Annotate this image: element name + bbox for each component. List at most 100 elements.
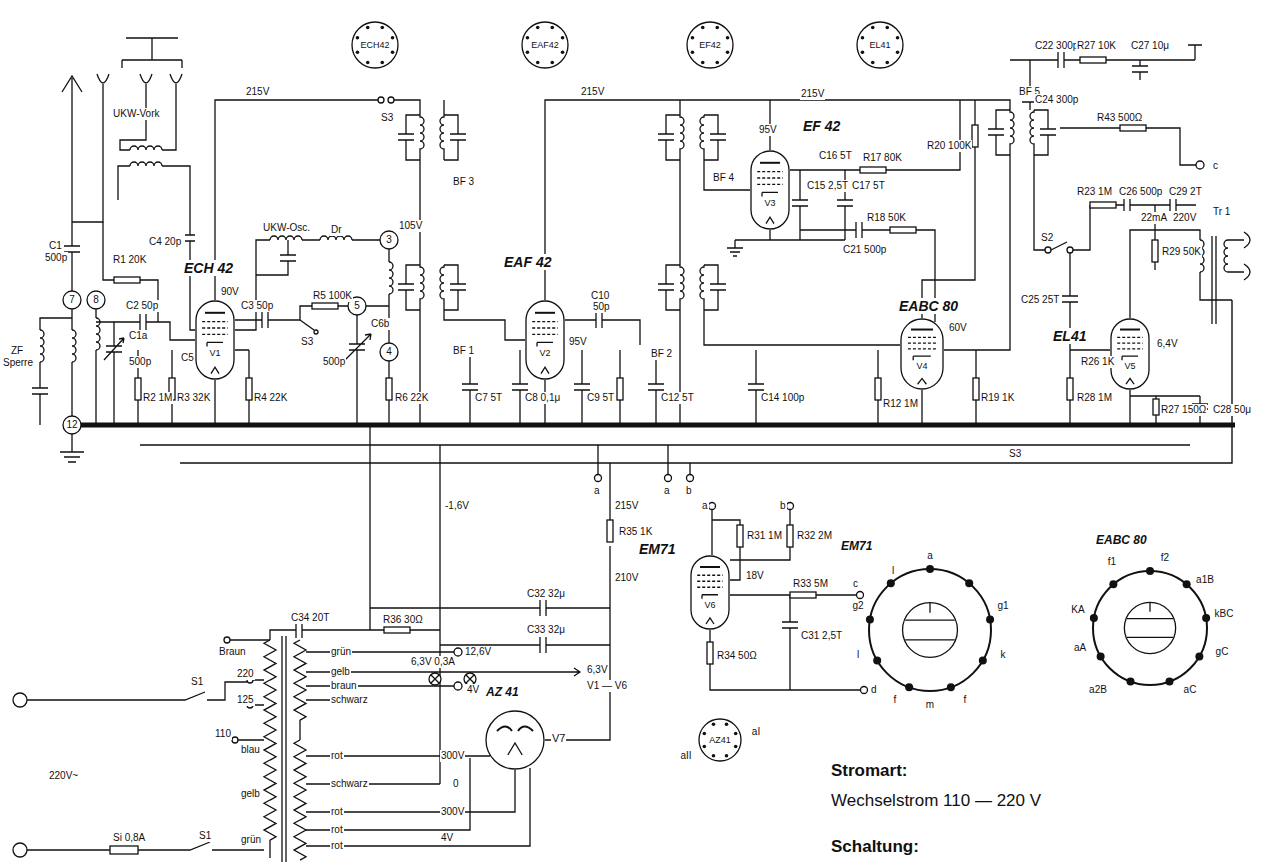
electrode	[905, 603, 955, 640]
component-label: R31 1M	[746, 530, 783, 542]
component-symbol	[790, 592, 816, 598]
component-symbol	[246, 378, 252, 400]
component-label: S1	[190, 676, 204, 688]
wire	[598, 445, 690, 474]
electrode	[1127, 602, 1173, 637]
pin-dot	[1097, 653, 1105, 661]
tube-symbol: EL41V5	[1110, 318, 1150, 390]
component-symbol	[96, 318, 100, 350]
pin-dot	[702, 745, 706, 749]
pin-dot	[550, 61, 554, 65]
component-symbol	[312, 303, 338, 309]
tube-envelope	[901, 319, 943, 389]
wire	[440, 463, 610, 740]
pin-dot	[873, 657, 881, 665]
grid	[532, 327, 558, 328]
pin-dot	[734, 732, 738, 736]
component-symbol	[875, 378, 881, 400]
tube-outline	[750, 150, 790, 230]
pin-dot	[702, 732, 706, 736]
pin-dot	[366, 26, 370, 30]
terminal	[1196, 161, 1204, 169]
pin-dot	[380, 26, 384, 30]
callout-label: 12	[65, 418, 78, 432]
tube-base-diagram: EF42	[686, 21, 734, 69]
pin-dot	[866, 615, 874, 623]
wire	[462, 350, 764, 425]
component-label: R17 80K	[862, 152, 903, 164]
wire	[878, 155, 1045, 425]
anode	[535, 312, 555, 314]
component-symbol	[72, 330, 76, 362]
component-label: 215V	[614, 500, 639, 512]
tube-type: EAF42	[530, 40, 560, 50]
component-symbol	[398, 115, 466, 160]
component-label: C28 50μ	[1212, 404, 1252, 416]
pin-dot	[536, 61, 540, 65]
wire	[710, 509, 860, 690]
component-label: 215V	[245, 86, 270, 98]
filament	[508, 743, 522, 755]
component-label: C9 5T	[586, 392, 615, 404]
component-label: schwarz	[330, 778, 369, 790]
wire	[922, 100, 1010, 425]
anode	[1120, 329, 1140, 331]
component-label: 4V	[440, 832, 454, 844]
grid	[908, 348, 936, 349]
pin-dot	[391, 36, 395, 40]
grid	[202, 327, 228, 328]
component-label: R26 1K	[1080, 356, 1115, 368]
callout-label: a1B	[1195, 573, 1215, 587]
pin-dot	[712, 722, 716, 726]
terminal	[709, 503, 716, 510]
component-label: BF 3	[452, 176, 475, 188]
tube-type: EL41	[868, 40, 891, 50]
component-label: 18V	[745, 570, 765, 582]
component-label: C2 50p	[125, 300, 159, 312]
pin-dot	[861, 36, 865, 40]
terminal	[665, 475, 672, 482]
heater	[1126, 378, 1134, 384]
tube-type: EL41	[1052, 328, 1087, 344]
callout-label: g2	[851, 599, 864, 613]
grid	[908, 337, 936, 338]
component-label: 50p	[592, 301, 611, 313]
tube-base-diagram: ECH42	[351, 21, 399, 69]
tube-outline	[485, 710, 545, 770]
pin-dot	[979, 657, 987, 665]
component-label: 220	[236, 668, 255, 680]
component-symbol	[130, 146, 162, 150]
component-label: a	[593, 485, 601, 497]
note-text: Stromart:	[830, 760, 909, 781]
component-symbol	[466, 675, 474, 683]
component-label: 300V	[440, 806, 465, 818]
pin-dot	[1183, 580, 1191, 588]
component-symbol	[294, 820, 306, 860]
component-label: R23 1M	[1076, 186, 1113, 198]
component-symbol	[264, 760, 276, 800]
wire	[1130, 390, 1208, 425]
component-label: C12 5T	[660, 392, 695, 404]
component-label: C34 20T	[290, 612, 330, 624]
tube-symbol: EM71V6	[690, 555, 730, 630]
pin-dot	[861, 50, 865, 54]
component-symbol	[787, 525, 793, 547]
anode	[760, 162, 780, 164]
pin-dot	[715, 26, 719, 30]
component-label: V1 — V6	[586, 680, 628, 692]
wire	[343, 315, 371, 425]
component-label: 220V~	[48, 770, 79, 782]
component-symbol	[270, 236, 302, 240]
component-label: 210V	[614, 572, 639, 584]
component-label: 500p	[128, 356, 152, 368]
wire	[138, 350, 249, 425]
tube-number: V4	[915, 361, 928, 371]
component-symbol	[264, 800, 276, 840]
pin-dot	[896, 36, 900, 40]
tube-type: EM71	[840, 540, 873, 554]
component-symbol	[1152, 240, 1158, 262]
tube-symbol: AZ 41V7	[485, 710, 545, 770]
component-label: grün	[240, 834, 262, 846]
component-label: 220V	[1172, 212, 1197, 224]
component-symbol	[1224, 240, 1228, 272]
